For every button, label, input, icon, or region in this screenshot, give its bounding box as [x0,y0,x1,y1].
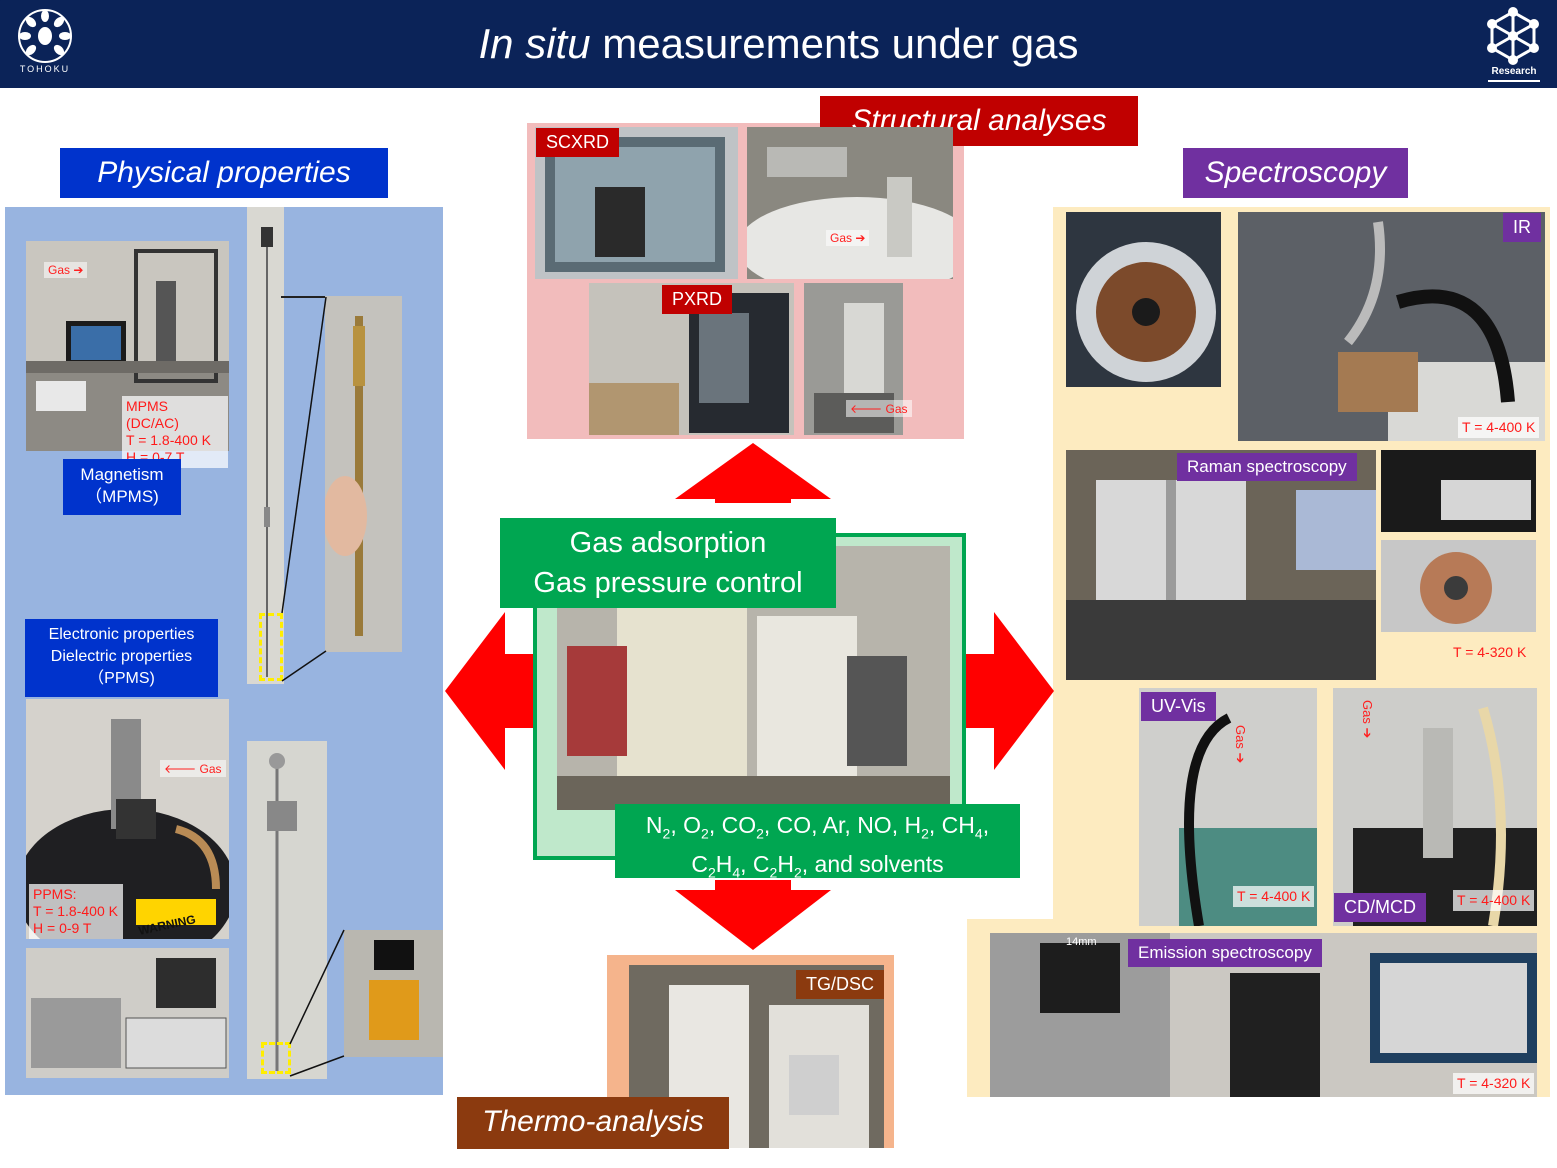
gas-species-source-line2: C₂H₄, C₂H₂, and solvents [0,0,1,1]
gas-adsorption-title-line1: Gas adsorption [569,527,767,559]
ppms-gas-tag: 🡐 Gas [160,760,226,777]
electronic-label-line2: Dielectric properties [50,648,193,665]
mpms-spec-line2: T = 1.8-400 K [126,432,211,448]
ir-photo [1238,212,1545,441]
mpms-rod-zoom-photo [325,296,402,652]
cdmcd-label: CD/MCD [1334,893,1426,922]
physical-section-title: Physical properties [60,148,388,198]
mpms-zoom-connector [281,296,327,682]
ppms-rod-highlight [261,1042,291,1074]
uvvis-temp: T = 4-400 K [1237,888,1311,904]
page-title-rest: measurements under gas [590,20,1079,67]
research-logo-text: Research [1488,66,1540,82]
uvvis-temp-box: T = 4-400 K [1233,886,1315,907]
ppms-spec-line1: PPMS: [33,886,77,902]
gas-adsorption-title: Gas adsorption Gas pressure control [500,518,836,608]
pxrd-label: PXRD [662,285,733,314]
gas-adsorption-title-line2: Gas pressure control [533,567,803,599]
emission-scale-tag: 14mm [1066,936,1097,948]
gas-species-line1: N2, O2, CO2, CO, Ar, NO, H2, CH4, [645,812,990,842]
mpms-zoom-line-top [281,296,327,298]
tohoku-logo-text: TOHOKU [19,64,71,74]
gas-species-line2: C2H4, C2H2, and solvents [691,850,944,881]
mpms-rod-highlight [259,613,283,681]
mpms-gas-tag: Gas ➔ [44,262,88,278]
raman-detail-photo-2 [1381,540,1536,632]
pxrd-gas-tag: 🡐 Gas [846,400,912,417]
uvvis-label: UV-Vis [1141,692,1216,721]
raman-detail-photo-1 [1381,450,1536,532]
scxrd-detail-photo [747,127,953,279]
ir-temp-box: T = 4-400 K [1458,417,1540,438]
ir-label: IR [1503,213,1541,242]
page-title-italic: In situ [478,20,591,67]
emission-temp-box: T = 4-320 K [1453,1073,1535,1094]
tohoku-logo-icon [14,6,76,82]
raman-label: Raman spectroscopy [1177,453,1357,481]
scxrd-label: SCXRD [536,128,620,157]
raman-photo [1066,450,1376,680]
research-network-icon [1484,6,1542,66]
cdmcd-temp-box: T = 4-400 K [1453,890,1535,911]
mpms-spec-line1: MPMS (DC/AC) [126,398,179,431]
arrow-right [966,612,1054,770]
magnetism-label-line1: Magnetism [80,465,164,484]
tgdsc-label: TG/DSC [796,970,885,999]
ir-cryostat-photo [1066,212,1221,387]
mpms-rod-photo [247,207,284,684]
ppms-zoom-connector [289,929,345,1077]
magnetism-label: Magnetism （MPMS) [63,459,181,515]
ir-temp: T = 4-400 K [1462,419,1536,435]
arrow-left [445,612,533,770]
gas-species-list: N2, O2, CO2, CO, Ar, NO, H2, CH4, C2H4, … [615,804,1020,880]
ppms-spec-box: PPMS: T = 1.8-400 K H = 0-9 T [29,884,123,939]
ppms-rod-photo [247,741,327,1079]
uvvis-gas-tag: Gas ➔ [1233,725,1248,764]
thermo-section-title: Thermo-analysis [457,1097,729,1149]
page-title: In situ measurements under gas [0,20,1557,68]
arrow-up [675,443,831,503]
ppms-spec-line3: H = 0-9 T [33,920,92,936]
electronic-label: Electronic properties Dielectric propert… [25,619,218,697]
magnetism-label-line2: （MPMS) [85,487,159,506]
scxrd-photo [535,127,738,279]
scxrd-gas-tag: Gas ➔ [826,230,870,246]
ppms-puck-zoom-photo [344,930,443,1057]
electronic-label-line1: Electronic properties [48,626,195,643]
emission-temp: T = 4-320 K [1457,1075,1531,1091]
cdmcd-temp: T = 4-400 K [1457,892,1531,908]
spectroscopy-section-title: Spectroscopy [1183,148,1408,198]
ppms-spec-line2: T = 1.8-400 K [33,903,118,919]
electronics-rack-photo [26,948,229,1078]
tgdsc-photo [629,965,884,1148]
emission-label: Emission spectroscopy [1128,939,1322,967]
electronic-label-line3: （PPMS) [88,670,155,687]
raman-temp: T = 4-320 K [1453,644,1527,660]
mpms-spec-box: MPMS (DC/AC) T = 1.8-400 K H = 0-7 T [122,396,228,468]
uvvis-photo [1139,688,1317,926]
header-bar [0,0,1557,88]
pxrd-photo [589,283,794,435]
cdmcd-gas-tag: Gas ➔ [1360,700,1375,739]
arrow-down [675,880,831,950]
